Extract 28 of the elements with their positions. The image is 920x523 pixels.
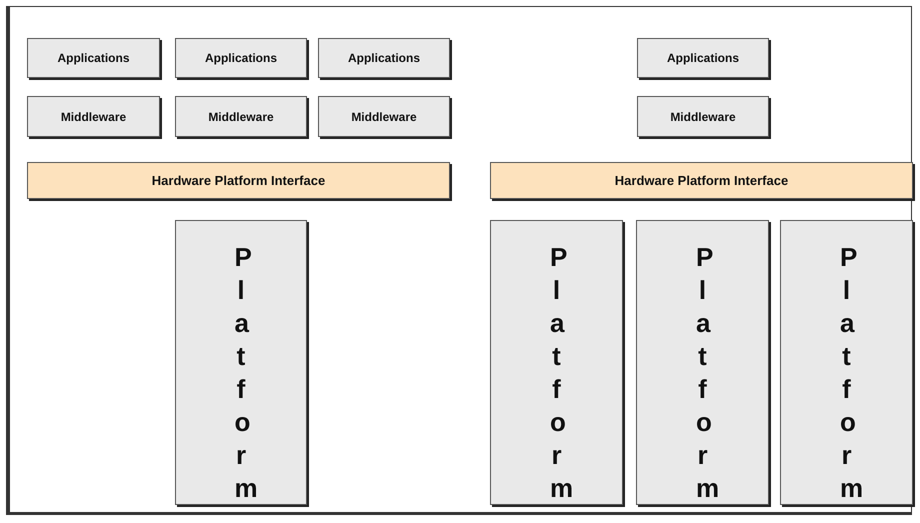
layer-box <box>27 96 160 137</box>
box-label: Applications <box>348 51 420 65</box>
box-label: Middleware <box>351 110 417 124</box>
layer-box <box>318 38 450 78</box>
platform-box <box>175 220 307 505</box>
layer-box <box>637 38 769 78</box>
layer-box <box>637 96 769 137</box>
platform-box <box>490 220 623 505</box>
interface-bar <box>27 162 450 199</box>
vertical-label: Platform <box>234 241 260 506</box>
box-label: Hardware Platform Interface <box>614 173 788 188</box>
platform-box <box>636 220 769 505</box>
interface-bar <box>490 162 913 199</box>
box-label: Applications <box>57 51 130 65</box>
vertical-label: Platform <box>839 241 866 506</box>
box-label: Applications <box>204 51 277 65</box>
layer-box <box>318 96 450 137</box>
box-label: Middleware <box>60 110 126 124</box>
layer-box <box>27 38 160 78</box>
box-label: Applications <box>666 51 739 65</box>
box-label: Middleware <box>670 110 736 124</box>
vertical-label: Platform <box>695 241 722 506</box>
box-label: Hardware Platform Interface <box>152 173 326 188</box>
layer-box <box>175 96 307 137</box>
platform-box <box>780 220 913 505</box>
vertical-label: Platform <box>549 241 576 506</box>
layer-box <box>175 38 307 78</box>
box-label: Middleware <box>208 110 274 124</box>
